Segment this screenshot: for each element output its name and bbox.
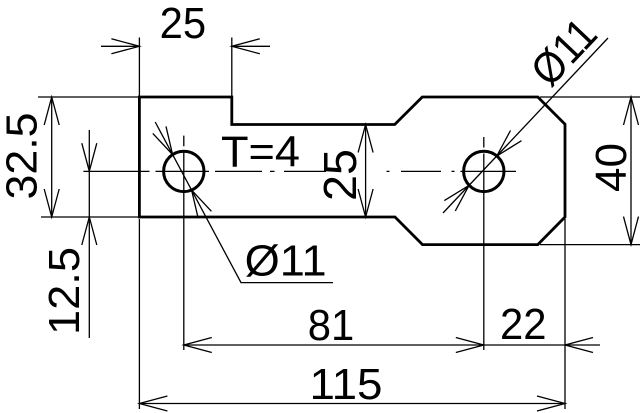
svg-text:115: 115: [310, 360, 383, 409]
svg-text:32.5: 32.5: [0, 112, 47, 199]
svg-text:T=4: T=4: [221, 128, 300, 177]
svg-text:40: 40: [587, 143, 636, 192]
svg-text:22: 22: [500, 300, 547, 349]
svg-text:12.5: 12.5: [40, 247, 89, 335]
svg-text:Ø11: Ø11: [245, 237, 327, 286]
svg-text:81: 81: [308, 301, 355, 350]
svg-text:25: 25: [160, 0, 207, 48]
svg-text:25: 25: [314, 149, 366, 201]
